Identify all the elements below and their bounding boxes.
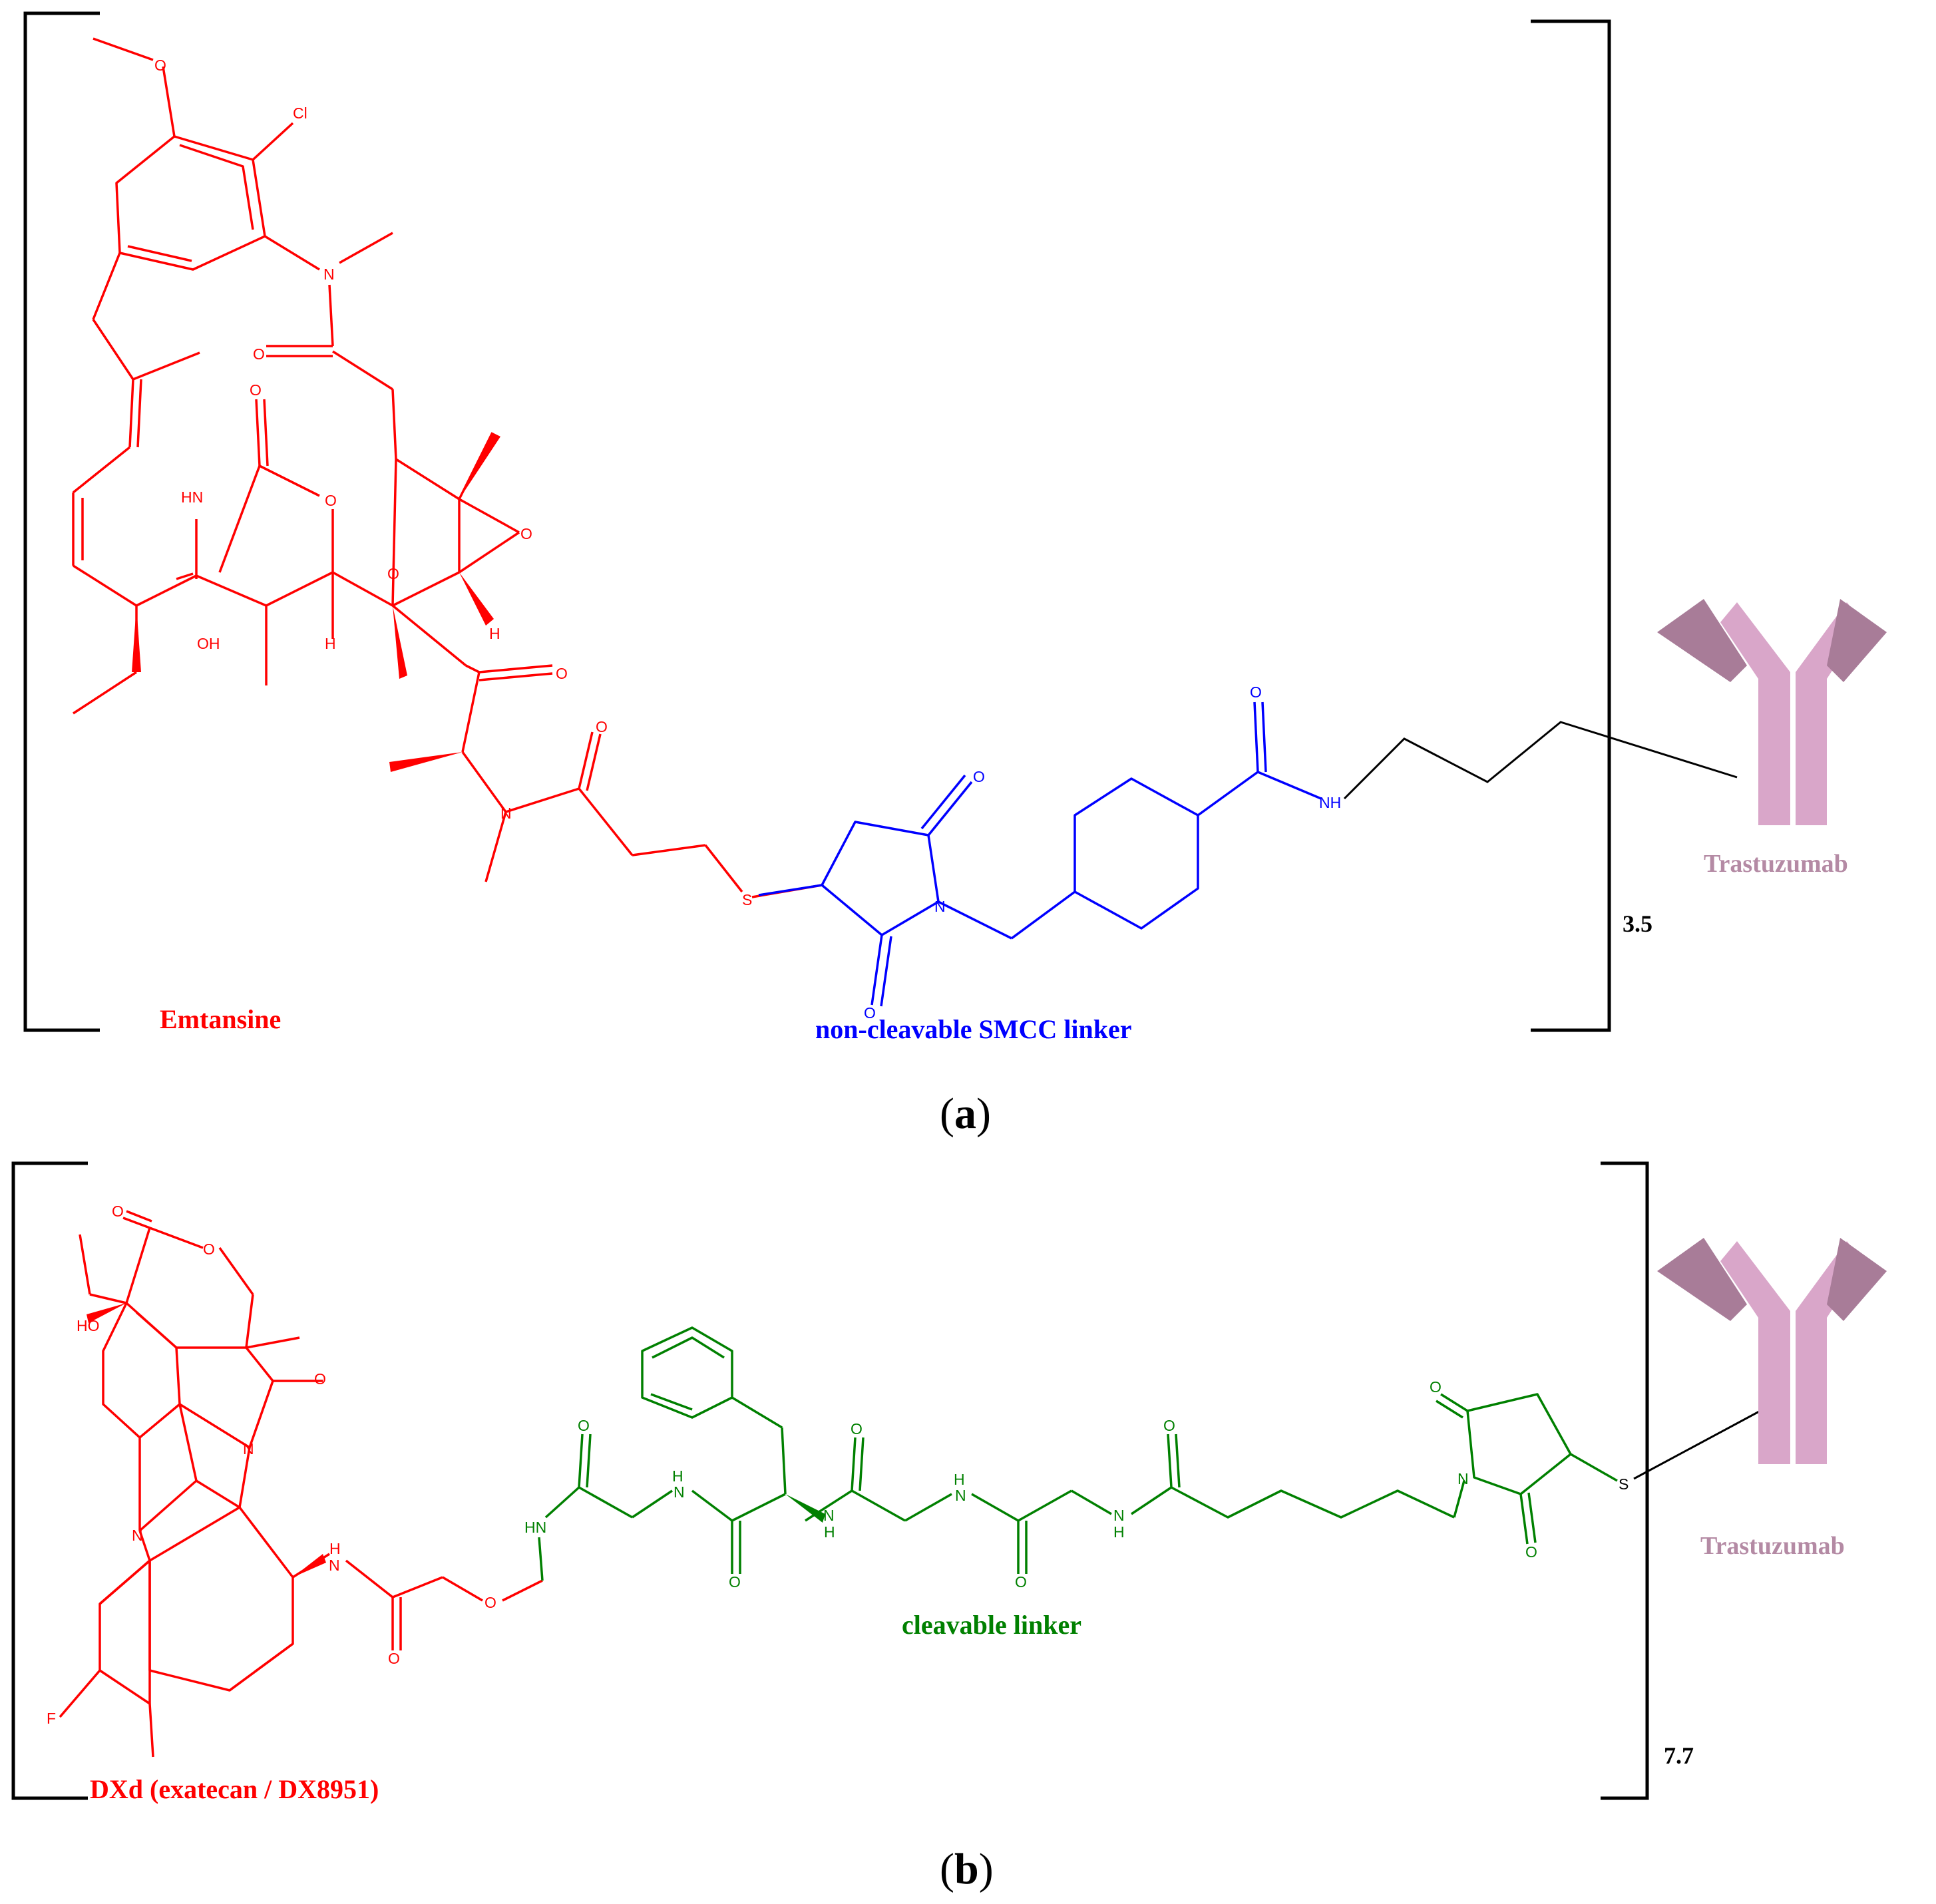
dxd-structure xyxy=(59,1210,543,1758)
svg-text:O: O xyxy=(387,565,399,582)
lysine-chain xyxy=(1343,721,1738,800)
svg-text:H: H xyxy=(824,1523,835,1541)
svg-text:H: H xyxy=(672,1467,683,1485)
cleavable-linker-atom-labels: HN O N H O N H O N H O N H O N O O xyxy=(524,1378,1537,1591)
svg-text:O: O xyxy=(154,57,166,74)
panel-b-dar: 7.7 xyxy=(1664,1742,1694,1769)
svg-text:N: N xyxy=(132,1527,143,1544)
svg-text:N: N xyxy=(1457,1470,1469,1487)
antibody-a-icon xyxy=(1657,599,1887,825)
svg-text:O: O xyxy=(1525,1543,1537,1561)
svg-text:H: H xyxy=(329,1540,341,1557)
svg-text:O: O xyxy=(112,1203,124,1220)
panel-a-caption: (a) xyxy=(940,1089,991,1138)
panel-b-caption: (b) xyxy=(940,1845,994,1893)
emtansine-wedges xyxy=(132,433,500,772)
emtansine-label: Emtansine xyxy=(160,1004,281,1034)
svg-text:O: O xyxy=(556,665,568,682)
svg-text:OH: OH xyxy=(197,635,220,652)
panel-b: 7.7 xyxy=(11,1161,1887,1893)
panel-b-sulfur: S xyxy=(1619,1475,1629,1493)
svg-text:N: N xyxy=(1113,1507,1125,1524)
svg-text:NH: NH xyxy=(1319,794,1341,811)
dxd-wedges xyxy=(87,1303,326,1577)
svg-text:HO: HO xyxy=(77,1317,100,1334)
svg-text:H: H xyxy=(325,635,336,652)
svg-text:O: O xyxy=(973,768,985,785)
svg-text:O: O xyxy=(325,492,337,509)
dxd-atom-labels: O O HO O N N H N O O F xyxy=(47,1203,496,1727)
svg-text:O: O xyxy=(314,1370,326,1388)
svg-text:O: O xyxy=(388,1650,400,1667)
smcc-linker-label: non-cleavable SMCC linker xyxy=(815,1014,1132,1044)
svg-text:O: O xyxy=(596,718,608,735)
panel-a-dar: 3.5 xyxy=(1623,910,1652,937)
panel-b-right-bracket xyxy=(1601,1161,1649,1800)
smcc-atom-labels: O N O O NH xyxy=(864,683,1341,1022)
antibody-b-icon xyxy=(1657,1238,1887,1464)
svg-text:HN: HN xyxy=(524,1519,546,1536)
svg-text:O: O xyxy=(253,345,265,363)
svg-text:H: H xyxy=(489,625,500,642)
svg-text:N: N xyxy=(323,266,335,283)
dxd-label: DXd (exatecan / DX8951) xyxy=(90,1774,379,1804)
svg-text:N: N xyxy=(955,1487,966,1504)
antibody-b-label: Trastuzumab xyxy=(1700,1532,1845,1560)
panel-a-left-bracket xyxy=(23,11,100,1032)
svg-text:H: H xyxy=(954,1471,965,1488)
svg-text:O: O xyxy=(203,1240,215,1258)
panel-b-left-bracket xyxy=(11,1161,88,1800)
svg-text:Cl: Cl xyxy=(293,104,307,122)
svg-text:O: O xyxy=(864,1004,876,1022)
panel-a-right-bracket xyxy=(1531,19,1611,1032)
svg-text:O: O xyxy=(578,1417,590,1434)
emtansine-structure xyxy=(72,37,823,898)
svg-text:N: N xyxy=(674,1483,685,1501)
panel-a: 3.5 xyxy=(23,11,1887,1138)
svg-text:N: N xyxy=(243,1440,254,1457)
svg-text:O: O xyxy=(729,1573,741,1591)
svg-text:N: N xyxy=(500,805,512,822)
svg-text:O: O xyxy=(851,1420,863,1437)
svg-text:O: O xyxy=(1430,1378,1442,1396)
svg-text:O: O xyxy=(484,1594,496,1611)
svg-text:O: O xyxy=(1250,683,1262,701)
svg-text:N: N xyxy=(329,1557,340,1574)
svg-text:N: N xyxy=(934,898,946,915)
cleavable-linker-structure xyxy=(538,1326,1618,1581)
antibody-a-label: Trastuzumab xyxy=(1704,850,1848,878)
svg-text:N: N xyxy=(823,1507,835,1524)
cleavable-linker-label: cleavable linker xyxy=(902,1610,1081,1640)
svg-text:F: F xyxy=(47,1710,56,1727)
svg-text:S: S xyxy=(742,891,752,908)
cleavable-linker-wedges xyxy=(785,1494,825,1523)
svg-text:O: O xyxy=(1015,1573,1027,1591)
svg-text:HN: HN xyxy=(181,488,203,506)
svg-text:H: H xyxy=(1113,1523,1125,1541)
emtansine-atom-labels: O Cl N O O HN O O O OH H H O O N S xyxy=(154,57,752,908)
svg-text:O: O xyxy=(520,525,532,542)
panel-b-attachment-bond xyxy=(1633,1410,1761,1480)
svg-text:O: O xyxy=(1163,1417,1175,1434)
smcc-linker-structure xyxy=(758,701,1322,1007)
svg-text:O: O xyxy=(250,381,262,399)
